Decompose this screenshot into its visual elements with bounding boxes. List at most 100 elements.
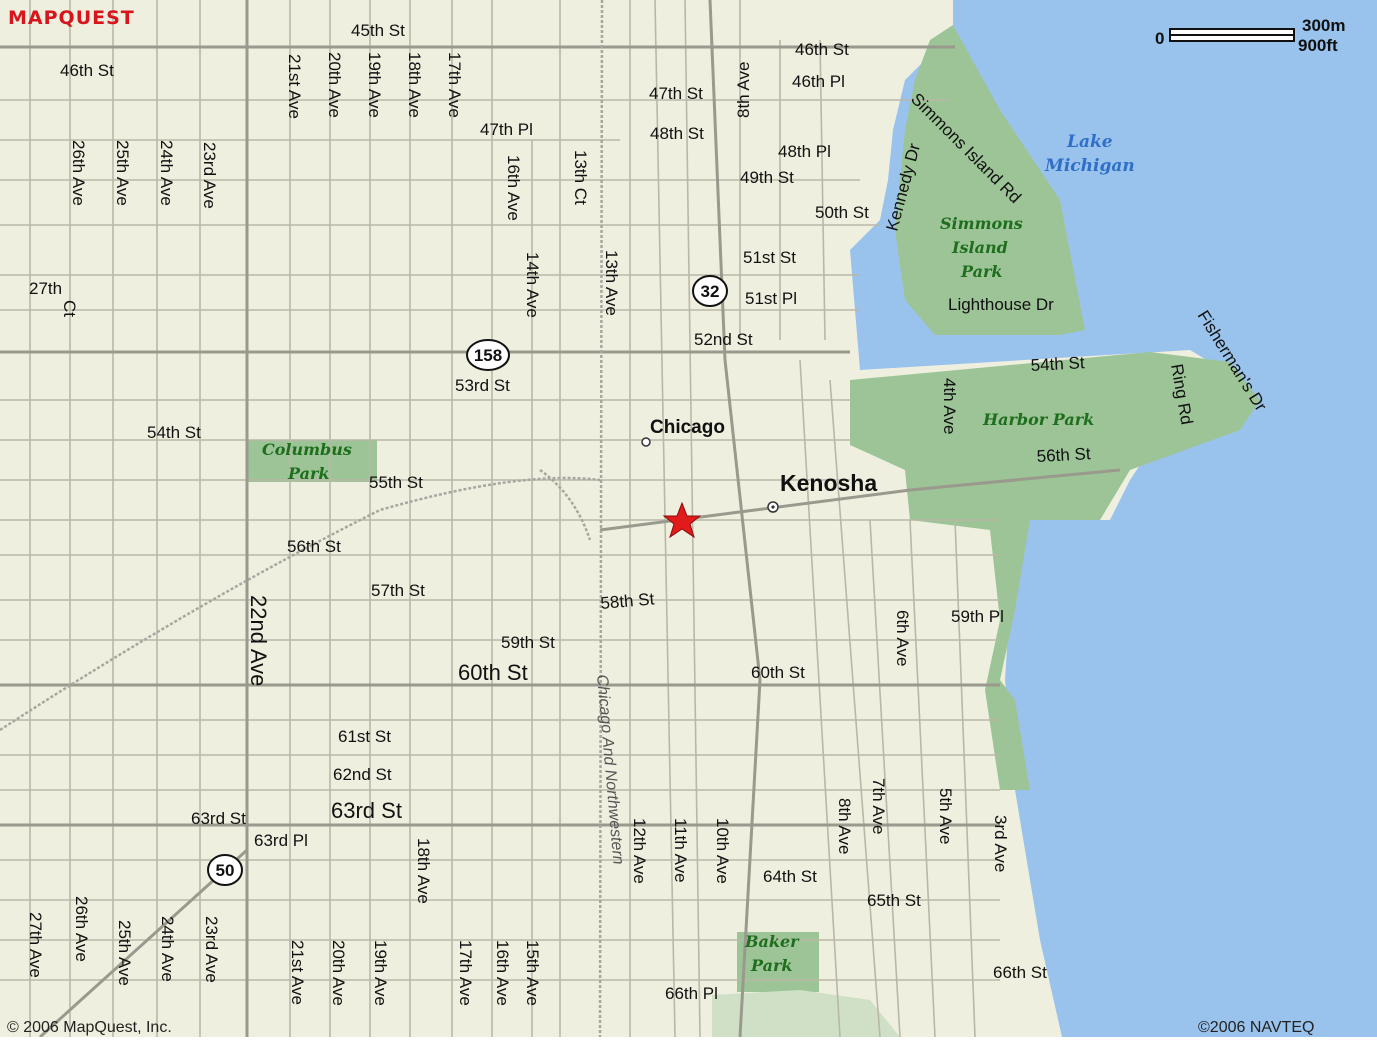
simmons-island-park-area <box>895 25 1085 335</box>
street-16th-ave-north: 16th Ave <box>504 155 523 221</box>
street-51st-pl: 51st Pl <box>745 289 797 308</box>
street-16th-ave-south: 16th Ave <box>493 940 512 1006</box>
street-60th-st: 60th St <box>751 663 805 682</box>
street-4th-ave: 4th Ave <box>940 378 959 434</box>
street-55th-st: 55th St <box>369 473 423 492</box>
route-158-shield[interactable]: 158 <box>466 339 510 371</box>
street-54th-st-east: 54th St <box>1030 353 1085 375</box>
columbus-park-area <box>247 440 377 482</box>
street-19th-ave-south: 19th Ave <box>371 940 390 1006</box>
street-21st-ave-south: 21st Ave <box>288 940 307 1005</box>
route-50-shield[interactable]: 50 <box>207 854 243 886</box>
copyright-mapquest: © 2006 MapQuest, Inc. <box>7 1019 172 1036</box>
street-24th-ave-south: 24th Ave <box>158 916 177 982</box>
street-3rd-ave: 3rd Ave <box>991 815 1010 872</box>
simmons-park-label-3: Park <box>960 262 1002 281</box>
route-32-shield[interactable]: 32 <box>692 275 728 307</box>
route-50-label: 50 <box>216 861 235 880</box>
columbus-park-label-1: Columbus <box>262 440 352 459</box>
street-labels-horizontal: 45th St 46th St 46th St 46th Pl 47th St … <box>29 21 1091 1003</box>
street-63rd-st: 63rd St <box>191 809 246 828</box>
street-50th-st: 50th St <box>815 203 869 222</box>
street-60th-st-major: 60th St <box>458 660 528 685</box>
street-15th-ave-south: 15th Ave <box>523 940 542 1006</box>
street-14th-ave: 14th Ave <box>523 252 542 318</box>
street-56th-st-east: 56th St <box>1036 444 1091 466</box>
lake-michigan-label: Lake <box>1066 132 1113 152</box>
street-5th-ave: 5th Ave <box>936 788 955 844</box>
street-labels-vertical: Ct 21st Ave 20th Ave 19th Ave 18th Ave 1… <box>26 52 1010 1006</box>
street-10th-ave: 10th Ave <box>713 818 732 884</box>
street-13th-ave: 13th Ave <box>602 250 621 316</box>
scale-bar: 0 300m 900ft <box>1155 16 1345 55</box>
street-25th-ave-north: 25th Ave <box>113 140 132 206</box>
chicago-city-marker[interactable] <box>641 437 651 447</box>
street-49th-st: 49th St <box>740 168 794 187</box>
street-46th-st-west: 46th St <box>60 61 114 80</box>
scale-metric-label: 300m <box>1302 16 1345 35</box>
street-17th-ave-south: 17th Ave <box>456 940 475 1006</box>
street-11th-ave: 11th Ave <box>671 818 690 883</box>
street-59th-pl: 59th Pl <box>951 607 1004 626</box>
street-52nd-st: 52nd St <box>694 330 753 349</box>
street-65th-st: 65th St <box>867 891 921 910</box>
baker-park-area <box>737 932 819 992</box>
street-47th-st: 47th St <box>649 84 703 103</box>
street-18th-ave-north: 18th Ave <box>405 52 424 118</box>
mapquest-logo[interactable]: MAPQUEST <box>8 7 135 29</box>
street-25th-ave-south: 25th Ave <box>115 920 134 986</box>
street-63rd-st-major: 63rd St <box>331 798 402 823</box>
street-66th-st: 66th St <box>993 963 1047 982</box>
chicago-city-label: Chicago <box>650 417 725 438</box>
minor-roads <box>0 0 1000 1038</box>
street-17th-ave-north: 17th Ave <box>445 52 464 118</box>
street-21st-ave-north: 21st Ave <box>285 54 304 119</box>
columbus-park-label-2: Park <box>287 464 329 483</box>
route-158-label: 158 <box>474 346 502 365</box>
street-27th-ct-b: Ct <box>60 300 79 317</box>
street-23rd-ave-south: 23rd Ave <box>202 916 221 983</box>
street-20th-ave-north: 20th Ave <box>325 52 344 118</box>
copyright-navteq: ©2006 NAVTEQ <box>1198 1019 1314 1036</box>
street-64th-st: 64th St <box>763 867 817 886</box>
baker-park-label-2: Park <box>750 956 792 975</box>
street-51st-st: 51st St <box>743 248 796 267</box>
street-47th-pl: 47th Pl <box>480 120 533 139</box>
baker-park-label-1: Baker <box>744 932 800 951</box>
street-20th-ave-south: 20th Ave <box>329 940 348 1006</box>
street-54th-st-west: 54th St <box>147 423 201 442</box>
street-12th-ave: 12th Ave <box>630 818 649 884</box>
kenosha-city-marker-dot <box>771 505 775 509</box>
baker-park-south-area <box>712 990 900 1037</box>
street-62nd-st: 62nd St <box>333 765 392 784</box>
street-lighthouse-dr: Lighthouse Dr <box>948 295 1054 314</box>
street-13th-ct: 13th Ct <box>571 150 590 205</box>
street-26th-ave-north: 26th Ave <box>69 140 88 206</box>
street-8th-ave-south: 8th Ave <box>835 798 854 854</box>
harbor-park-area <box>850 352 1260 790</box>
simmons-park-label-2: Island <box>951 238 1008 257</box>
street-27th-ave-south: 27th Ave <box>26 912 45 978</box>
street-46th-pl: 46th Pl <box>792 72 845 91</box>
street-8th-ave-north: 8th Ave <box>734 62 753 118</box>
scale-zero-label: 0 <box>1155 29 1164 48</box>
location-star-marker[interactable] <box>662 501 702 539</box>
street-7th-ave: 7th Ave <box>869 778 888 834</box>
street-27th-ct-a: 27th <box>29 279 62 298</box>
street-24th-ave-north: 24th Ave <box>157 140 176 206</box>
kenosha-city-label: Kenosha <box>780 470 877 496</box>
street-19th-ave-north: 19th Ave <box>365 52 384 118</box>
street-59th-st: 59th St <box>501 633 555 652</box>
street-23rd-ave-north: 23rd Ave <box>200 142 219 209</box>
route-32-label: 32 <box>701 282 720 301</box>
street-48th-pl: 48th Pl <box>778 142 831 161</box>
lake-michigan-label-2: Michigan <box>1044 156 1135 176</box>
street-56th-st-west: 56th St <box>287 537 341 556</box>
street-63rd-pl: 63rd Pl <box>254 831 308 850</box>
scale-imperial-label: 900ft <box>1298 36 1338 55</box>
street-66th-pl: 66th Pl <box>665 984 718 1003</box>
street-22nd-ave: 22nd Ave <box>246 595 271 686</box>
harbor-park-label: Harbor Park <box>982 410 1094 429</box>
